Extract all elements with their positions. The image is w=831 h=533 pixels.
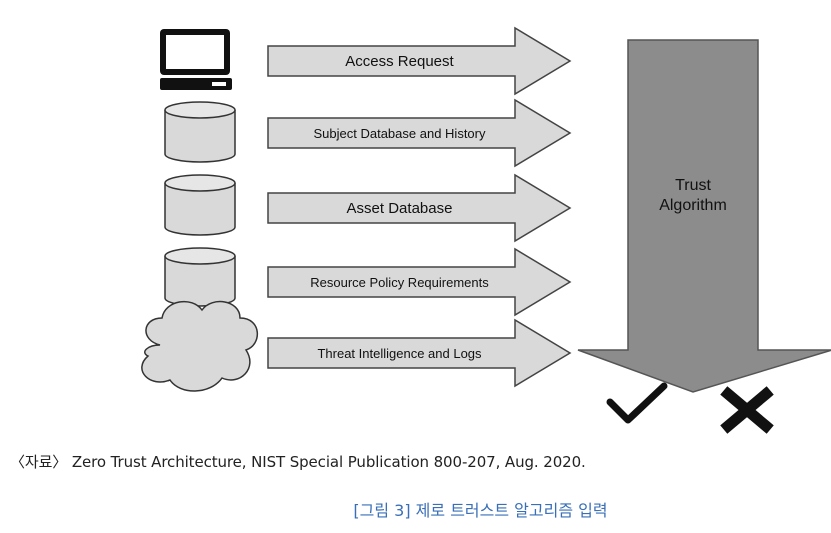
input-arrow-shape	[267, 318, 572, 388]
cloud-icon	[141, 300, 259, 392]
input-arrow: Threat Intelligence and Logs	[267, 318, 572, 388]
trust-algorithm-arrow: Trust Algorithm	[577, 39, 831, 393]
computer-icon	[160, 29, 232, 90]
input-arrow: Asset Database	[267, 173, 572, 243]
input-arrow-shape	[267, 247, 572, 317]
source-note: 〈자료〉 Zero Trust Architecture, NIST Speci…	[10, 453, 586, 471]
database-icon	[164, 247, 236, 307]
input-arrow-label: Resource Policy Requirements	[310, 275, 489, 290]
input-arrow-label: Threat Intelligence and Logs	[317, 346, 482, 361]
input-arrow-shape	[267, 173, 572, 243]
input-arrow-label: Asset Database	[347, 200, 453, 217]
cross-icon	[720, 386, 774, 434]
database-icon	[164, 174, 236, 236]
figure-caption: [그림 3] 제로 트러스트 알고리즘 입력	[353, 501, 608, 520]
trust-algorithm-label-line2: Algorithm	[659, 197, 727, 214]
database-icon	[164, 101, 236, 163]
input-arrow: Access Request	[267, 26, 572, 96]
input-arrow-shape	[267, 26, 572, 96]
input-arrow-shape	[267, 98, 572, 168]
input-arrow-label: Access Request	[345, 53, 454, 70]
input-arrow: Resource Policy Requirements	[267, 247, 572, 317]
input-arrow-label: Subject Database and History	[314, 126, 486, 141]
check-icon	[606, 382, 668, 424]
trust-algorithm-label-line1: Trust	[675, 177, 711, 194]
input-arrow: Subject Database and History	[267, 98, 572, 168]
